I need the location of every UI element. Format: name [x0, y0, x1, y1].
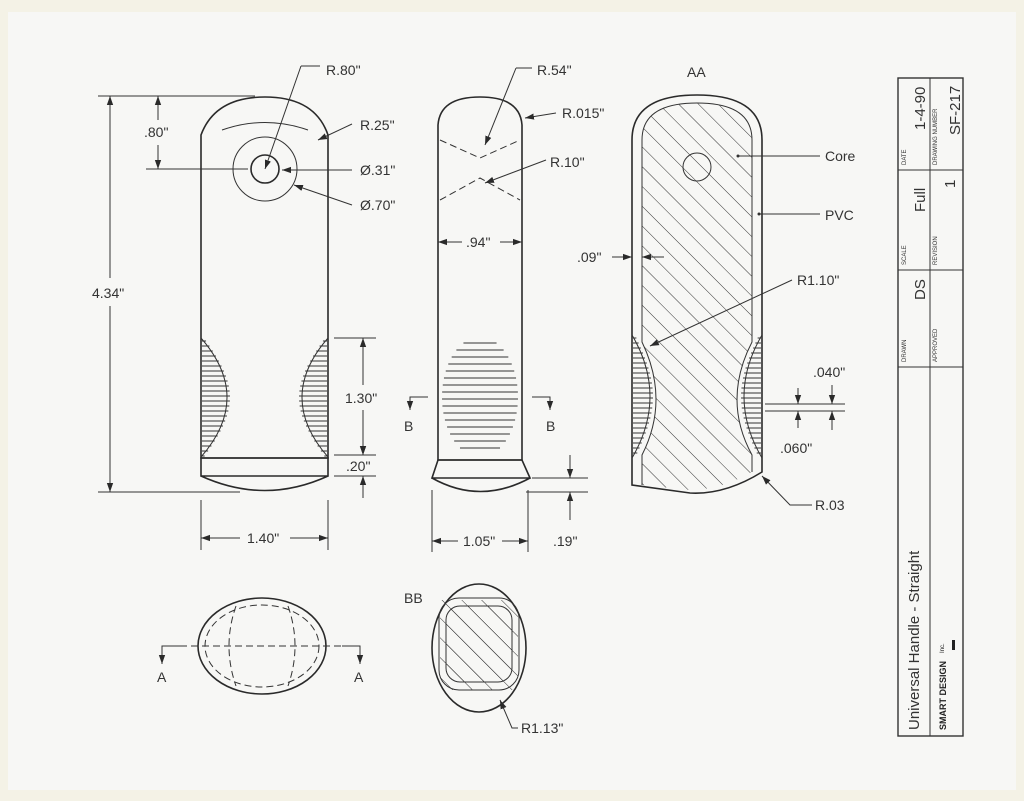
section-bb: BB R1.13"	[404, 583, 563, 736]
label-r110: R1.10"	[797, 272, 839, 288]
dim-94: .94"	[466, 234, 490, 250]
section-aa: AA Core PVC .09" R1.10" .040" .060" R.03	[577, 64, 856, 513]
scale-label: SCALE	[902, 245, 908, 265]
dim-width: 1.40"	[247, 530, 279, 546]
section-marker-a-left: A	[157, 669, 167, 685]
label-r80: R.80"	[326, 62, 361, 78]
dim-length: 4.34"	[92, 285, 124, 301]
side-view: R.54" R.015" R.10" .94" B B 1.05" .19"	[404, 62, 604, 552]
side-grip-ribs	[442, 342, 518, 449]
front-hole	[250, 154, 280, 184]
dim-gap: .060"	[780, 440, 812, 456]
drawn-value: DS	[912, 279, 929, 300]
approved-label: APPROVED	[933, 328, 939, 362]
bottom-view: A A	[157, 597, 364, 695]
dim-wall: .09"	[577, 249, 601, 265]
section-marker-b-right: B	[546, 418, 555, 434]
label-r113: R1.13"	[521, 720, 563, 736]
label-pvc: PVC	[825, 207, 854, 223]
dim-19: .19"	[553, 533, 577, 549]
dim-top: .80"	[144, 124, 168, 140]
aa-hole	[682, 152, 712, 182]
dim-band: .20"	[346, 458, 370, 474]
section-aa-title: AA	[687, 64, 706, 80]
front-outline	[200, 96, 329, 459]
section-marker-b-left: B	[404, 418, 413, 434]
front-grip-ribs	[200, 337, 329, 458]
logo-mark	[952, 640, 955, 650]
label-r03: R.03	[815, 497, 845, 513]
drawing-title: Universal Handle - Straight	[906, 550, 923, 730]
label-r25: R.25"	[360, 117, 395, 133]
revision-value: 1	[942, 180, 959, 188]
dim-grip: 1.30"	[345, 390, 377, 406]
drawing-number-value: SF-217	[947, 86, 964, 135]
date-value: 1-4-90	[912, 87, 929, 130]
aa-outer-outline	[631, 94, 763, 494]
section-bb-title: BB	[404, 590, 423, 606]
grip-recess	[200, 337, 329, 458]
revision-label: REVISION	[933, 236, 939, 265]
label-core: Core	[825, 148, 856, 164]
company-suffix: Inc.	[940, 643, 946, 653]
front-bottom-band	[200, 457, 329, 492]
front-view: R.80" R.25" Ø.31" Ø.70" 4.34" .80" 1.30"…	[92, 62, 395, 550]
drawing-number-label: DRAWING NUMBER	[933, 108, 939, 165]
aa-core-outline	[641, 102, 753, 485]
label-r10: R.10"	[550, 154, 585, 170]
label-d31: Ø.31"	[360, 162, 395, 178]
aa-grip-ribs	[631, 334, 763, 459]
dim-rib: .040"	[813, 364, 845, 380]
label-r015: R.015"	[562, 105, 604, 121]
section-marker-a-right: A	[354, 669, 364, 685]
company-name: SMART DESIGN	[938, 661, 948, 730]
dim-105: 1.05"	[463, 533, 495, 549]
side-outline	[437, 96, 523, 461]
label-d70: Ø.70"	[360, 197, 395, 213]
label-r54: R.54"	[537, 62, 572, 78]
scale-value: Full	[912, 188, 929, 212]
grip-recess	[631, 334, 763, 459]
drawn-label: DRAWN	[902, 340, 908, 362]
date-label: DATE	[902, 149, 908, 165]
title-block: Universal Handle - Straight SMART DESIGN…	[897, 77, 964, 737]
